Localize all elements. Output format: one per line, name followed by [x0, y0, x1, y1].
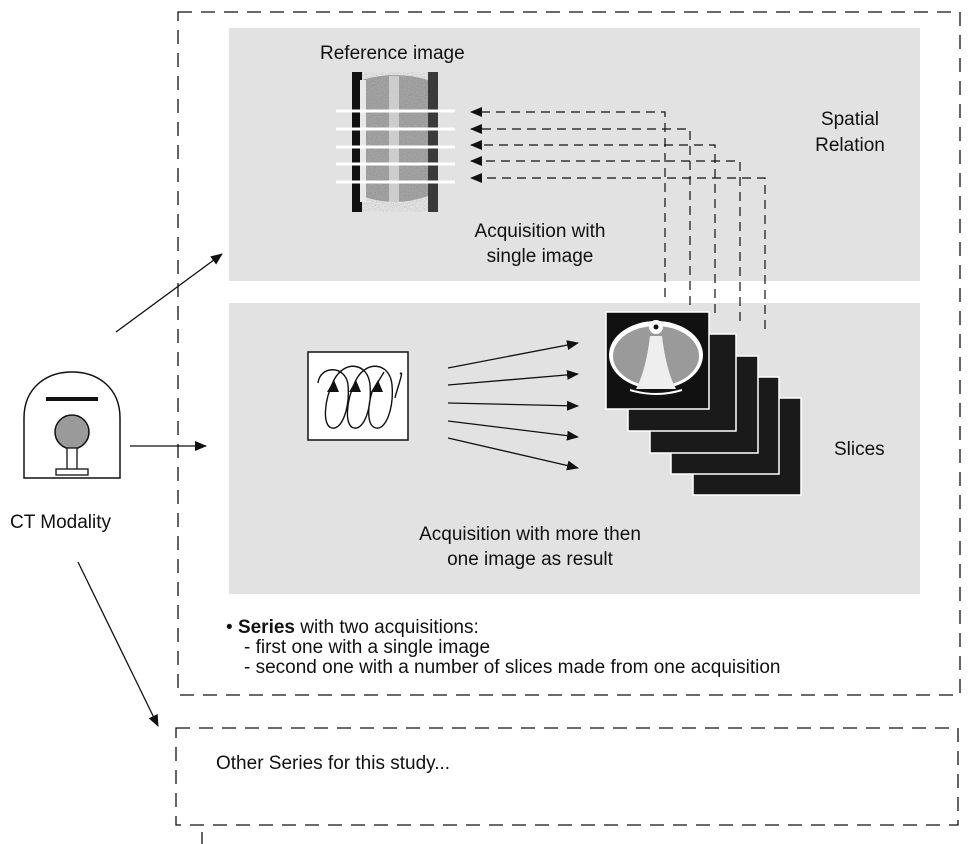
- slices-caption-1: Acquisition with more then: [419, 524, 641, 545]
- ct-scanner-icon: [23, 371, 121, 479]
- bullet-mark: •: [226, 617, 233, 638]
- reference-caption-2: single image: [486, 246, 594, 267]
- series-boundary: [177, 11, 961, 696]
- spatial-relation-label-2: Relation: [815, 135, 885, 156]
- modality-arrows: [77, 253, 223, 727]
- acquisition-arrows: [447, 340, 579, 471]
- series-item-1: - first one with a single image: [244, 637, 491, 658]
- spiral-acquisition-icon: [307, 351, 409, 441]
- ct-modality-label: CT Modality: [10, 512, 112, 533]
- spatial-relation-links: [470, 107, 766, 329]
- reference-caption-1: Acquisition with: [474, 221, 606, 242]
- slices-label: Slices: [834, 439, 885, 460]
- reference-image-title: Reference image: [320, 43, 465, 64]
- other-series-boundary: [175, 727, 959, 826]
- ct-slice-front: [605, 311, 710, 410]
- slices-caption-2: one image as result: [447, 549, 613, 570]
- series-description: • Series with two acquisitions: - first …: [226, 618, 781, 678]
- series-bold-word: Series: [237, 617, 295, 638]
- series-item-2: - second one with a number of slices mad…: [244, 657, 781, 678]
- series-bullet-line: • Series with two acquisitions:: [226, 618, 781, 638]
- ct-slice-stack: [605, 311, 802, 496]
- reference-xray-image: [336, 72, 455, 212]
- other-series-label: Other Series for this study...: [216, 753, 451, 774]
- reference-image-panel: [229, 28, 920, 281]
- spatial-relation-label-1: Spatial: [820, 109, 880, 130]
- series-bullet-rest: with two acquisitions:: [294, 617, 479, 638]
